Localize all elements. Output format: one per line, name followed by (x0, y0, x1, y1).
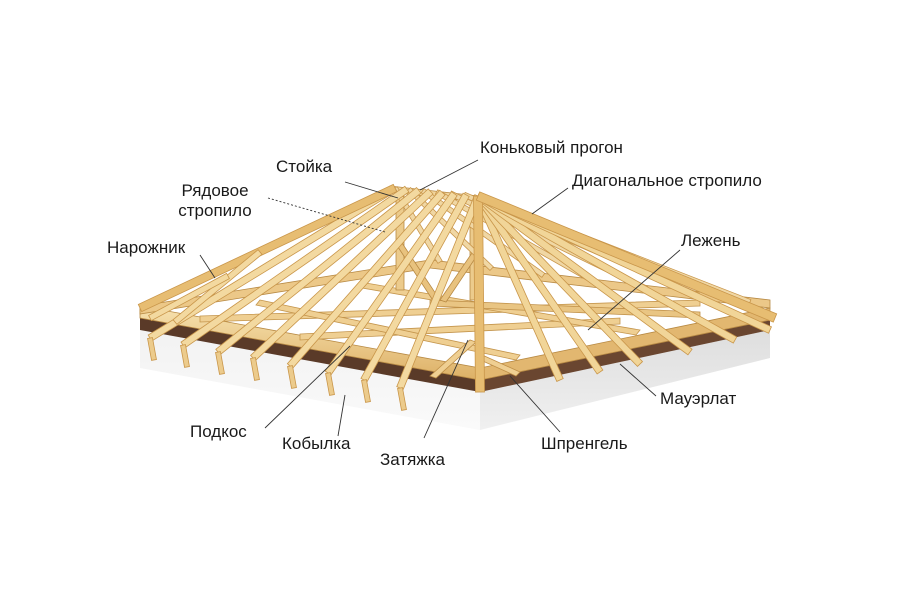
rafter-tail (250, 357, 260, 381)
leader-common-rafter (267, 197, 386, 233)
rafter-tail (180, 344, 190, 368)
wall-front-face (140, 330, 480, 430)
truss-brace-label: Шпренгель (541, 434, 628, 453)
leader-strut (264, 345, 351, 429)
jack-rafter (172, 249, 263, 325)
rafter-tail (361, 379, 371, 403)
wall-side-face (480, 330, 770, 430)
wall-top-side (480, 320, 770, 392)
rafter-tail (147, 337, 157, 361)
rafter-tail (287, 365, 297, 389)
wall-block (140, 318, 770, 430)
wall-top-front (140, 318, 480, 392)
tie-beam (299, 317, 621, 341)
rafter-tail (325, 372, 335, 396)
rafter-tail (215, 351, 225, 375)
jack-rafter-label: Нарожник (107, 238, 186, 257)
diagonal-rafter-left (137, 183, 398, 313)
tie-beam-label: Затяжка (380, 450, 445, 469)
leader-post (344, 181, 399, 199)
rafter-tail (397, 387, 407, 411)
leader-truss-brace (509, 375, 561, 433)
leader-lines (199, 159, 681, 439)
strut-label: Подкос (190, 422, 247, 441)
sill-beam-label: Лежень (681, 231, 741, 250)
diagonal-rafter-right (475, 191, 778, 323)
jack-rafter (148, 272, 230, 322)
common-rafter-label: Рядовое стропило (178, 181, 252, 220)
leader-jack-rafter (199, 254, 216, 279)
rafters-group (137, 183, 778, 411)
hip-slope-rafter (474, 193, 644, 367)
mauerlat-label: Мауэрлат (660, 389, 737, 408)
leader-mauerlat (619, 363, 657, 397)
leader-rafter-tail (337, 394, 346, 437)
ridge-beam-label: Коньковый прогон (480, 138, 623, 157)
post-label: Стойка (276, 157, 333, 176)
leader-tie-beam (423, 339, 469, 439)
diagonal-rafter-label: Диагональное стропило (572, 171, 762, 190)
diagonal-rafter-front (473, 195, 485, 393)
leader-diagonal-rafter (531, 187, 569, 215)
rafter-tail-label: Кобылка (282, 434, 351, 453)
leader-sill-beam (587, 249, 681, 331)
leader-ridge-beam (419, 159, 479, 191)
